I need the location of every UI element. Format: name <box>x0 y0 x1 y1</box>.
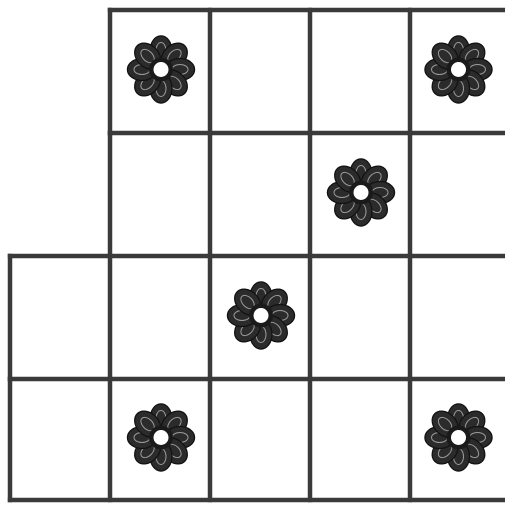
grid-cell <box>10 256 110 379</box>
grid-cell <box>210 133 310 256</box>
flower-icon <box>327 159 394 226</box>
flower-icon <box>425 404 492 471</box>
grid-cell <box>10 379 110 500</box>
grid-cell <box>110 133 210 256</box>
flower-icon <box>127 404 194 471</box>
flower-icon <box>127 36 194 103</box>
flower-icon <box>425 36 492 103</box>
grid-cell <box>210 379 310 500</box>
grid-cell <box>410 133 505 256</box>
grid-cell <box>310 256 410 379</box>
grid-cell <box>210 10 310 133</box>
grid-cell <box>410 256 505 379</box>
grid-cell <box>310 379 410 500</box>
grid-cell <box>110 256 210 379</box>
flower-icon <box>227 282 294 349</box>
grid-cell <box>310 10 410 133</box>
